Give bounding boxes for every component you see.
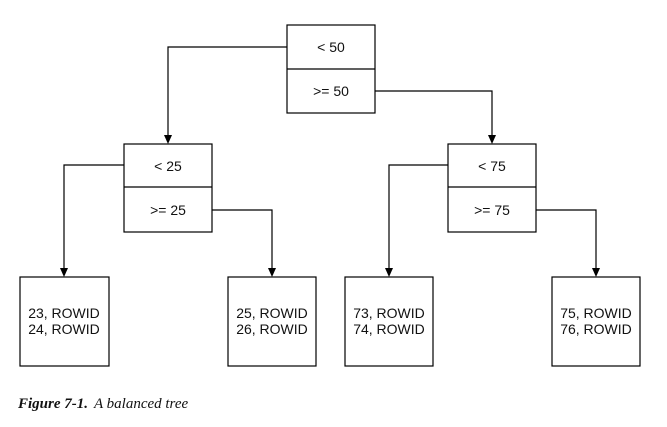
leaf-node-3-line1: 73, ROWID (353, 305, 425, 321)
leaf-node-2-line1: 25, ROWID (236, 305, 308, 321)
figure-caption-text: A balanced tree (94, 396, 189, 412)
connector-right-branch-to-leaf-3 (388, 164, 448, 269)
figure-caption-label: Figure 7-1. (18, 396, 89, 412)
root-top-label: < 50 (317, 39, 345, 55)
arrowhead-root-to-left-branch (164, 135, 172, 144)
left-branch-node: < 25 >= 25 (123, 143, 213, 233)
leaf-node-3: 73, ROWID 74, ROWID (344, 276, 434, 367)
leaf-node-2-line2: 26, ROWID (236, 321, 308, 337)
arrowhead-right-branch-to-leaf-3 (385, 268, 393, 277)
right-branch-node: < 75 >= 75 (447, 143, 537, 233)
right-branch-bottom-label: >= 75 (474, 202, 510, 218)
root-bottom-label: >= 50 (313, 83, 349, 99)
connector-root-to-left-branch (167, 46, 287, 136)
right-branch-top-label: < 75 (478, 158, 506, 174)
leaf-node-1-box (19, 276, 110, 367)
leaf-node-4: 75, ROWID 76, ROWID (551, 276, 641, 367)
leaf-node-3-box (344, 276, 434, 367)
leaf-node-4-box (551, 276, 641, 367)
arrowhead-right-branch-to-leaf-4 (592, 268, 600, 277)
connector-root-to-right-branch (375, 90, 493, 136)
arrowhead-left-branch-to-leaf-1 (60, 268, 68, 277)
leaf-node-1-line1: 23, ROWID (28, 305, 100, 321)
connector-left-branch-to-leaf-1 (63, 164, 124, 269)
right-branch-node-box (447, 143, 537, 233)
left-branch-top-label: < 25 (154, 158, 182, 174)
leaf-node-2-box (227, 276, 317, 367)
arrowhead-root-to-right-branch (488, 135, 496, 144)
leaf-node-2: 25, ROWID 26, ROWID (227, 276, 317, 367)
leaf-node-4-line1: 75, ROWID (560, 305, 632, 321)
figure-caption: Figure 7-1. A balanced tree (18, 396, 188, 413)
root-node: < 50 >= 50 (286, 24, 376, 114)
leaf-node-1: 23, ROWID 24, ROWID (19, 276, 110, 367)
connector-right-branch-to-leaf-4 (536, 209, 597, 269)
connector-left-branch-to-leaf-2 (212, 209, 273, 269)
leaf-node-1-line2: 24, ROWID (28, 321, 100, 337)
left-branch-bottom-label: >= 25 (150, 202, 186, 218)
leaf-node-3-line2: 74, ROWID (353, 321, 425, 337)
leaf-node-4-line2: 76, ROWID (560, 321, 632, 337)
arrowhead-left-branch-to-leaf-2 (268, 268, 276, 277)
left-branch-node-box (123, 143, 213, 233)
